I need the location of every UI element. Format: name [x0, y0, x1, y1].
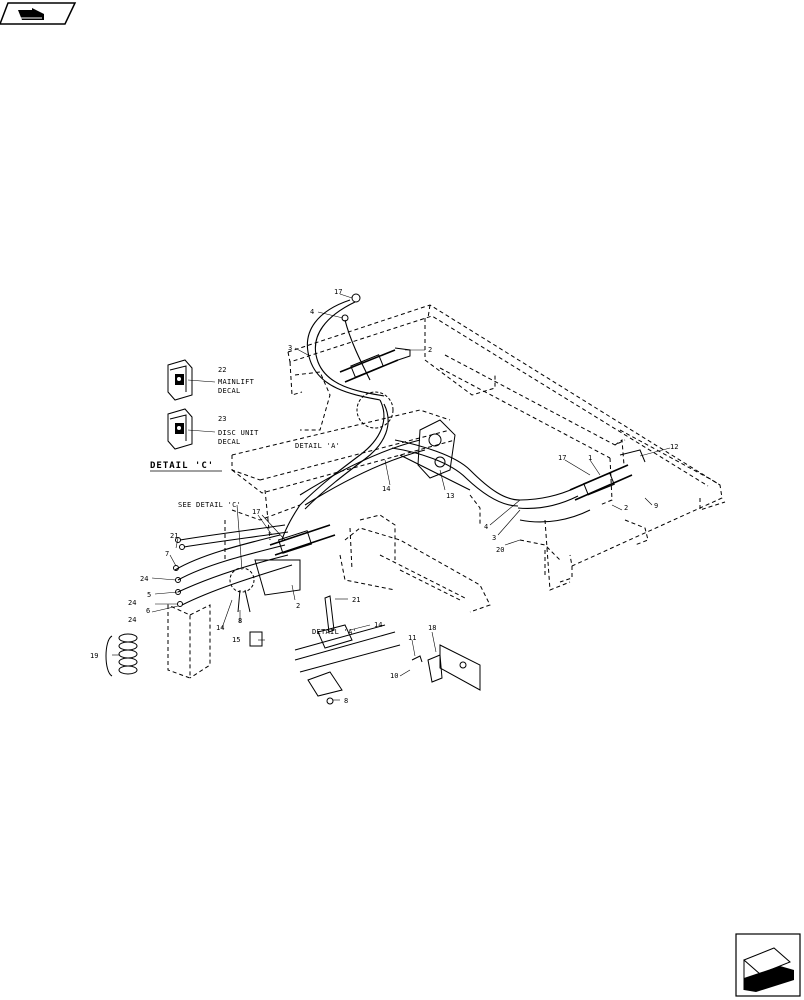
- detail-a-upper-label: DETAIL 'A': [295, 442, 340, 450]
- callout-13: 13: [446, 492, 454, 500]
- callout-24-a: 24: [140, 575, 148, 583]
- callout-8-left: 8: [238, 617, 242, 625]
- callout-24-b: 24: [128, 599, 136, 607]
- decal-labels: 22 MAINLIFT DECAL 23 DISC UNIT DECAL: [218, 366, 259, 446]
- see-detail-c-label: SEE DETAIL 'C': [178, 501, 241, 509]
- callout-17-left: 17: [252, 508, 260, 516]
- callout-12: 12: [670, 443, 678, 451]
- callout-2-left: 2: [296, 602, 300, 610]
- callout-14-clamp: 14: [374, 621, 382, 629]
- callout-7: 7: [165, 550, 169, 558]
- callout-1-right: 1: [588, 454, 592, 462]
- callout-numbers: 17 4 3 2 14 13 12 9 17 1 2 4 3 20 17 21 …: [90, 288, 678, 705]
- spacer-stack: [105, 633, 138, 677]
- callout-10: 10: [390, 672, 398, 680]
- bracket-18: [411, 644, 481, 691]
- disc-unit-decal-graphic: [167, 408, 216, 450]
- hydraulic-hoses: [173, 293, 646, 613]
- callout-14-low: 14: [216, 624, 224, 632]
- callout-17-top: 17: [334, 288, 342, 296]
- callout-6: 6: [146, 607, 150, 615]
- callout-15: 15: [232, 636, 240, 644]
- callout-11: 11: [408, 634, 416, 642]
- callout-3-right: 3: [492, 534, 496, 542]
- detail-a-clamp: [249, 595, 401, 705]
- decal-23-number: 23: [218, 415, 226, 423]
- callout-19: 19: [90, 652, 98, 660]
- detail-c-title: DETAIL 'C': [150, 461, 214, 471]
- callout-8-nut: 8: [344, 697, 348, 705]
- leader-lines: [112, 293, 671, 701]
- callout-21-bolt: 21: [352, 596, 360, 604]
- decal-22-number: 22: [218, 366, 226, 374]
- callout-9: 9: [654, 502, 658, 510]
- callout-20: 20: [496, 546, 504, 554]
- callout-4-right: 4: [484, 523, 488, 531]
- callout-18: 18: [428, 624, 436, 632]
- mainlift-decal-line2: DECAL: [218, 387, 241, 395]
- detail-a-lower-label: DETAIL 'A': [312, 628, 357, 636]
- book-arrow-icon[interactable]: [0, 2, 77, 25]
- detail-titles: DETAIL 'A' DETAIL 'A' DETAIL 'C' SEE DET…: [150, 442, 357, 636]
- callout-14-mid: 14: [382, 485, 390, 493]
- callout-5: 5: [147, 591, 151, 599]
- mainlift-decal-graphic: [167, 359, 216, 401]
- disc-unit-decal-line2: DECAL: [218, 438, 241, 446]
- callout-2-top: 2: [428, 346, 432, 354]
- callout-2-right: 2: [624, 504, 628, 512]
- frame-outline: [167, 304, 726, 679]
- callout-24-c: 24: [128, 616, 136, 624]
- mainlift-decal-line1: MAINLIFT: [218, 378, 255, 386]
- callout-21-left: 21: [170, 532, 178, 540]
- callout-17-right: 17: [558, 454, 566, 462]
- callout-3-top: 3: [288, 344, 292, 352]
- disc-unit-decal-line1: DISC UNIT: [218, 429, 259, 437]
- callout-4-top: 4: [310, 308, 314, 316]
- page-turn-arrow-icon[interactable]: [735, 933, 801, 997]
